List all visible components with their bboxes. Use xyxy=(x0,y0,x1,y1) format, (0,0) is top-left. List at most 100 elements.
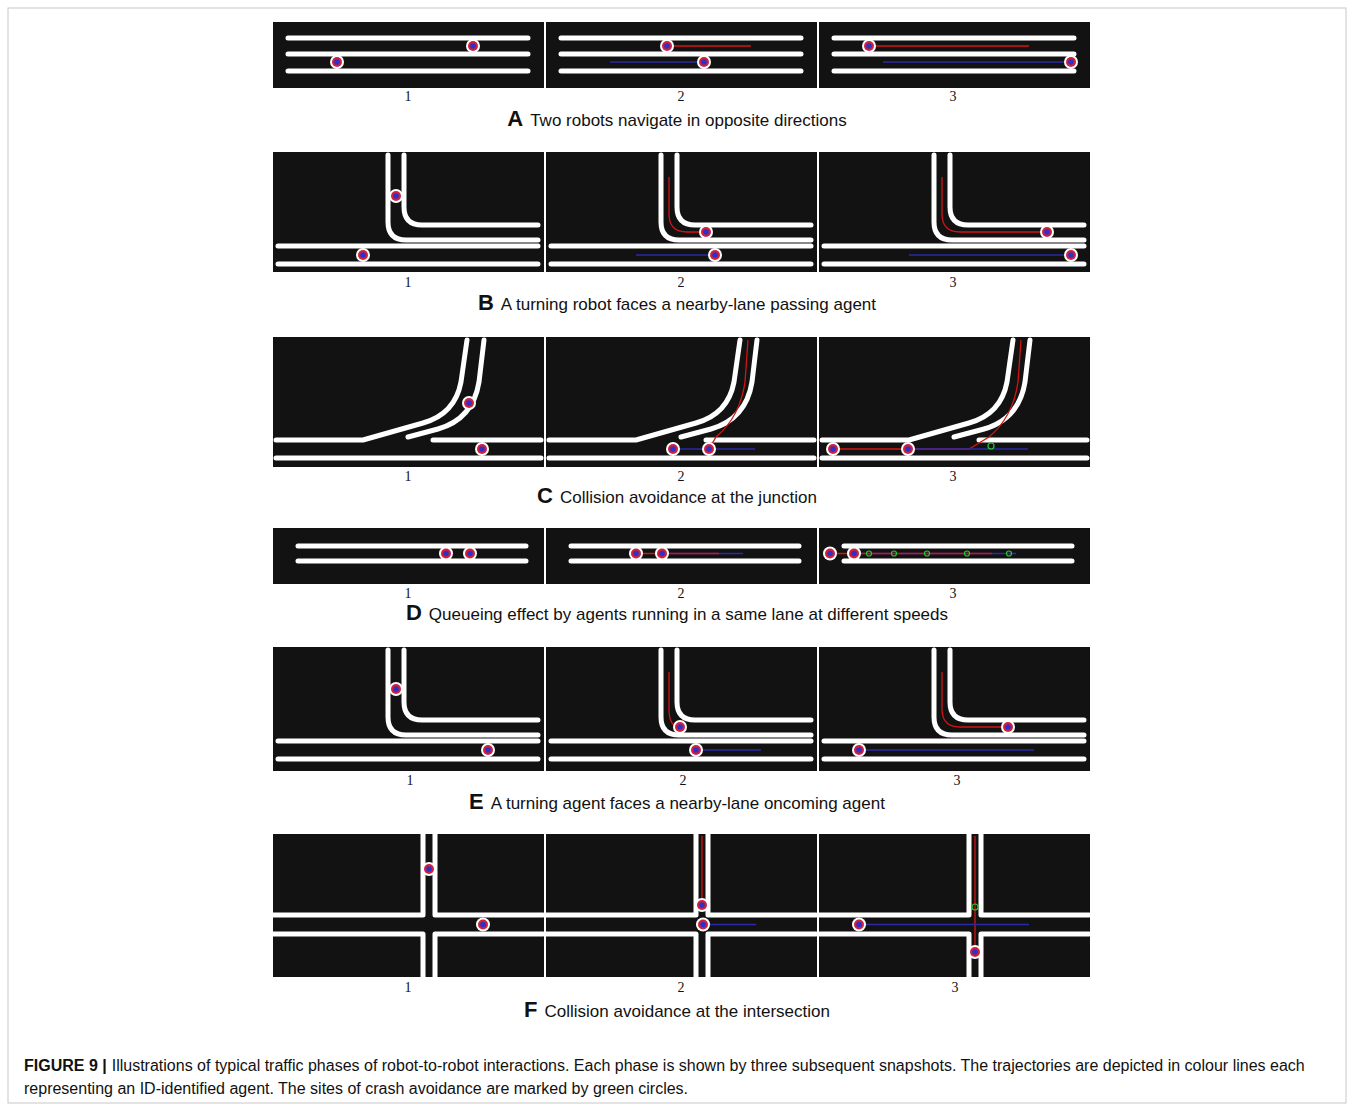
lane-lines xyxy=(571,546,799,561)
snapshot xyxy=(819,152,1090,272)
robot xyxy=(1040,225,1054,239)
trajectory xyxy=(667,45,751,46)
snapshot xyxy=(819,337,1090,467)
snapshot xyxy=(546,337,817,467)
snapshot-ground xyxy=(546,337,817,467)
panel-title-row: ATwo robots navigate in opposite directi… xyxy=(0,106,1354,132)
trajectory xyxy=(883,61,1071,62)
snapshot-ground xyxy=(546,528,817,584)
snapshot-ground xyxy=(819,152,1090,272)
trajectory xyxy=(610,61,704,62)
snapshot-number: 3 xyxy=(950,89,957,105)
lane-lines xyxy=(298,546,526,561)
panel-title-row: FCollision avoidance at the intersection xyxy=(0,997,1354,1023)
robot xyxy=(968,945,982,959)
panel-title-row: EA turning agent faces a nearby-lane onc… xyxy=(0,789,1354,815)
snapshot xyxy=(819,834,1090,977)
lane-lines xyxy=(549,340,814,458)
robot xyxy=(862,39,876,53)
lane-lines xyxy=(824,155,1084,264)
snapshot xyxy=(546,528,817,584)
snapshot-ground xyxy=(273,152,544,272)
trajectory xyxy=(859,924,1029,925)
snapshot-ground xyxy=(819,22,1090,88)
lane-lines xyxy=(273,834,543,977)
panel-title-row: CCollision avoidance at the junction xyxy=(0,483,1354,509)
snapshot xyxy=(546,834,817,977)
figure-caption: Illustrations of typical traffic phases … xyxy=(24,1057,1305,1097)
robot xyxy=(660,39,674,53)
snapshot xyxy=(273,834,544,977)
snapshot-ground xyxy=(546,834,817,977)
robot xyxy=(696,918,710,932)
panel-letter: A xyxy=(507,106,523,132)
trajectory xyxy=(703,924,756,925)
robot xyxy=(481,743,495,757)
lane-lines xyxy=(834,38,1074,71)
panel-letter: D xyxy=(406,600,422,626)
robot xyxy=(695,898,709,912)
figure-caption-block: FIGURE 9 |Illustrations of typical traff… xyxy=(24,1054,1324,1100)
panel-letter: B xyxy=(478,290,494,316)
snapshot-number: 1 xyxy=(405,980,412,996)
snapshot-number: 2 xyxy=(678,980,685,996)
avoidance-marker xyxy=(925,551,930,556)
trajectory xyxy=(636,553,719,554)
snapshot-ground xyxy=(273,647,544,771)
snapshot xyxy=(273,22,544,88)
trajectory xyxy=(833,340,1021,449)
robot xyxy=(852,743,866,757)
snapshot xyxy=(546,152,817,272)
robot xyxy=(389,682,403,696)
robot xyxy=(356,248,370,262)
snapshot xyxy=(819,647,1090,771)
trajectory xyxy=(909,254,1071,255)
panel-title: Collision avoidance at the junction xyxy=(560,488,817,508)
snapshot-number: 2 xyxy=(678,275,685,291)
snapshot xyxy=(546,647,817,771)
robot xyxy=(826,442,840,456)
avoidance-marker xyxy=(988,443,994,449)
snapshot-ground xyxy=(546,647,817,771)
avoidance-marker xyxy=(1007,551,1012,556)
figure-border xyxy=(8,8,1346,1103)
trajectory xyxy=(636,254,715,255)
robot xyxy=(689,743,703,757)
panel-letter: E xyxy=(469,789,484,815)
robot xyxy=(439,547,453,561)
figure-number: FIGURE 9 | xyxy=(24,1057,107,1074)
robot xyxy=(1064,248,1078,262)
panel-title: A turning robot faces a nearby-lane pass… xyxy=(501,295,876,315)
panel-title-row: B A turning robot faces a nearby-lane pas… xyxy=(0,290,1354,316)
snapshot-number: 3 xyxy=(954,773,961,789)
snapshot-number: 1 xyxy=(405,586,412,602)
robot xyxy=(629,547,643,561)
robot xyxy=(475,442,489,456)
snapshot-number: 2 xyxy=(678,89,685,105)
trajectory xyxy=(869,45,1029,46)
snapshot-ground xyxy=(819,834,1090,977)
robot xyxy=(847,547,861,561)
snapshot xyxy=(273,152,544,272)
trajectory xyxy=(942,672,1008,727)
trajectory xyxy=(669,672,680,727)
snapshot-number: 2 xyxy=(678,586,685,602)
robot xyxy=(655,547,669,561)
panel-title: Collision avoidance at the intersection xyxy=(545,1002,830,1022)
snapshot-number: 1 xyxy=(405,275,412,291)
robot xyxy=(330,55,344,69)
robot xyxy=(463,547,477,561)
snapshot-ground xyxy=(819,647,1090,771)
avoidance-marker xyxy=(965,551,970,556)
robot xyxy=(697,55,711,69)
snapshot-number: 3 xyxy=(950,275,957,291)
snapshot-number: 1 xyxy=(405,469,412,485)
robot xyxy=(901,442,915,456)
snapshot-number: 1 xyxy=(407,773,414,789)
snapshot-ground xyxy=(546,22,817,88)
lane-lines xyxy=(278,650,538,759)
lane-lines xyxy=(551,650,811,759)
trajectory xyxy=(701,836,702,905)
